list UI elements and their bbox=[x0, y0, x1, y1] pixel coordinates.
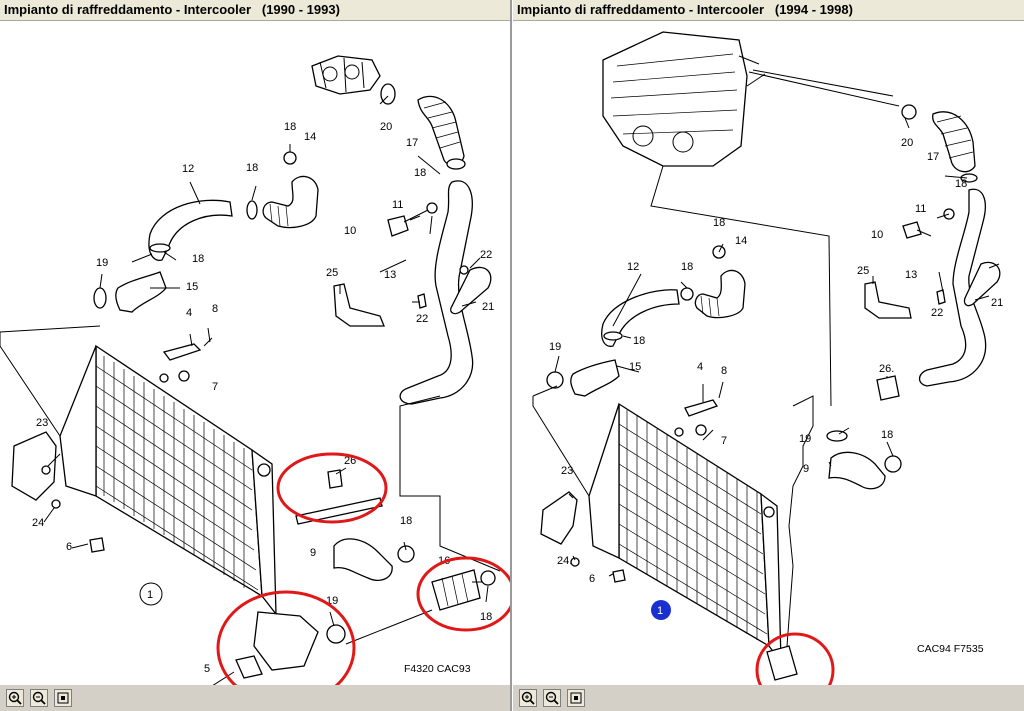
svg-text:7: 7 bbox=[212, 381, 218, 393]
svg-text:13: 13 bbox=[384, 269, 396, 281]
svg-text:6: 6 bbox=[66, 541, 72, 553]
right-zoom-in-button[interactable] bbox=[519, 689, 537, 707]
right-callout-labels: 20 17 18 14 18 12 18 18 11 10 25 13 21 2… bbox=[549, 137, 1003, 585]
svg-text:24: 24 bbox=[32, 517, 44, 529]
right-zoom-out-button[interactable] bbox=[543, 689, 561, 707]
zoom-out-icon bbox=[545, 691, 559, 705]
right-diagram-pane: Impianto di raffreddamento - Intercooler… bbox=[513, 0, 1024, 711]
svg-text:17: 17 bbox=[406, 137, 418, 149]
throttle-body-sketch bbox=[311, 55, 381, 95]
left-group-badge bbox=[139, 582, 163, 606]
svg-text:23: 23 bbox=[36, 417, 48, 429]
svg-text:14: 14 bbox=[735, 235, 747, 247]
svg-text:20: 20 bbox=[901, 137, 913, 149]
svg-text:22: 22 bbox=[480, 249, 492, 261]
svg-text:8: 8 bbox=[212, 303, 218, 315]
hose-13 bbox=[399, 180, 474, 405]
svg-text:18: 18 bbox=[284, 121, 296, 133]
svg-text:18: 18 bbox=[192, 253, 204, 265]
svg-text:18: 18 bbox=[400, 515, 412, 527]
svg-text:25: 25 bbox=[326, 267, 338, 279]
left-leader-lines bbox=[0, 95, 501, 687]
svg-text:19: 19 bbox=[549, 341, 561, 353]
left-exploded-diagram: 20 17 18 14 18 12 18 18 11 10 19 15 4 8 … bbox=[0, 26, 516, 706]
hose-17 bbox=[417, 95, 465, 166]
svg-text:18: 18 bbox=[480, 611, 492, 623]
svg-text:14: 14 bbox=[304, 131, 316, 143]
hose-14 bbox=[246, 151, 319, 229]
svg-text:12: 12 bbox=[627, 261, 639, 273]
svg-text:12: 12 bbox=[182, 163, 194, 175]
svg-text:15: 15 bbox=[629, 361, 641, 373]
right-leader-lines bbox=[532, 69, 1000, 647]
left-fit-page-button[interactable] bbox=[54, 689, 72, 707]
svg-text:23: 23 bbox=[561, 465, 573, 477]
svg-text:18: 18 bbox=[246, 162, 258, 174]
left-diagram-svg: 20 17 18 14 18 12 18 18 11 10 19 15 4 8 … bbox=[0, 55, 516, 706]
zoom-in-icon bbox=[8, 691, 22, 705]
svg-text:15: 15 bbox=[186, 281, 198, 293]
left-diagram-pane: Impianto di raffreddamento - Intercooler… bbox=[0, 0, 516, 711]
left-group-badge-label: 1 bbox=[147, 589, 153, 601]
svg-text:22: 22 bbox=[931, 307, 943, 319]
svg-text:18: 18 bbox=[414, 167, 426, 179]
left-zoom-in-button[interactable] bbox=[6, 689, 24, 707]
right-exploded-diagram: 20 17 18 14 18 12 18 18 11 10 25 13 21 2… bbox=[513, 26, 1024, 708]
right-diagram-svg: 20 17 18 14 18 12 18 18 11 10 25 13 21 2… bbox=[532, 31, 1003, 708]
svg-text:25: 25 bbox=[857, 265, 869, 277]
zoom-out-icon bbox=[32, 691, 46, 705]
svg-text:9: 9 bbox=[310, 547, 316, 559]
zoom-in-icon bbox=[521, 691, 535, 705]
svg-text:24.: 24. bbox=[557, 555, 572, 567]
svg-text:18: 18 bbox=[881, 429, 893, 441]
right-group-badge-label: 1 bbox=[657, 605, 663, 617]
fit-page-icon bbox=[57, 692, 69, 704]
svg-text:26.: 26. bbox=[879, 363, 894, 375]
svg-text:19: 19 bbox=[799, 433, 811, 445]
fit-page-icon bbox=[570, 692, 582, 704]
left-zoom-out-button[interactable] bbox=[30, 689, 48, 707]
svg-text:18: 18 bbox=[681, 261, 693, 273]
right-fit-page-button[interactable] bbox=[567, 689, 585, 707]
intercooler-core bbox=[59, 344, 277, 616]
left-diagram-code: F4320 CAC93 bbox=[404, 663, 471, 675]
svg-text:10: 10 bbox=[344, 225, 356, 237]
svg-text:20: 20 bbox=[380, 121, 392, 133]
svg-text:10: 10 bbox=[871, 229, 883, 241]
svg-text:5: 5 bbox=[204, 663, 210, 675]
svg-text:9: 9 bbox=[803, 463, 809, 475]
svg-text:4: 4 bbox=[697, 361, 703, 373]
svg-text:19: 19 bbox=[96, 257, 108, 269]
svg-text:22: 22 bbox=[416, 313, 428, 325]
svg-text:21: 21 bbox=[991, 297, 1003, 309]
svg-text:18: 18 bbox=[633, 335, 645, 347]
svg-text:11: 11 bbox=[915, 203, 926, 215]
svg-text:18: 18 bbox=[955, 178, 967, 190]
engine-block-sketch bbox=[602, 31, 766, 167]
right-zoom-toolbar bbox=[513, 685, 1024, 711]
svg-text:4: 4 bbox=[186, 307, 192, 319]
svg-text:11: 11 bbox=[392, 199, 403, 211]
right-diagram-code: CAC94 F7535 bbox=[917, 643, 984, 655]
svg-text:7: 7 bbox=[721, 435, 727, 447]
right-group-badge bbox=[651, 600, 671, 620]
highlight-circle-26 bbox=[276, 452, 388, 524]
svg-text:17: 17 bbox=[927, 151, 939, 163]
svg-text:6: 6 bbox=[589, 573, 595, 585]
intercooler-core-right bbox=[588, 402, 798, 681]
svg-text:8: 8 bbox=[721, 365, 727, 377]
left-pane-title: Impianto di raffreddamento - Intercooler… bbox=[0, 0, 510, 21]
svg-text:21: 21 bbox=[482, 301, 494, 313]
left-zoom-toolbar bbox=[0, 685, 510, 711]
right-pane-title: Impianto di raffreddamento - Intercooler… bbox=[513, 0, 1024, 21]
svg-text:13: 13 bbox=[905, 269, 917, 281]
svg-text:18: 18 bbox=[713, 217, 725, 229]
